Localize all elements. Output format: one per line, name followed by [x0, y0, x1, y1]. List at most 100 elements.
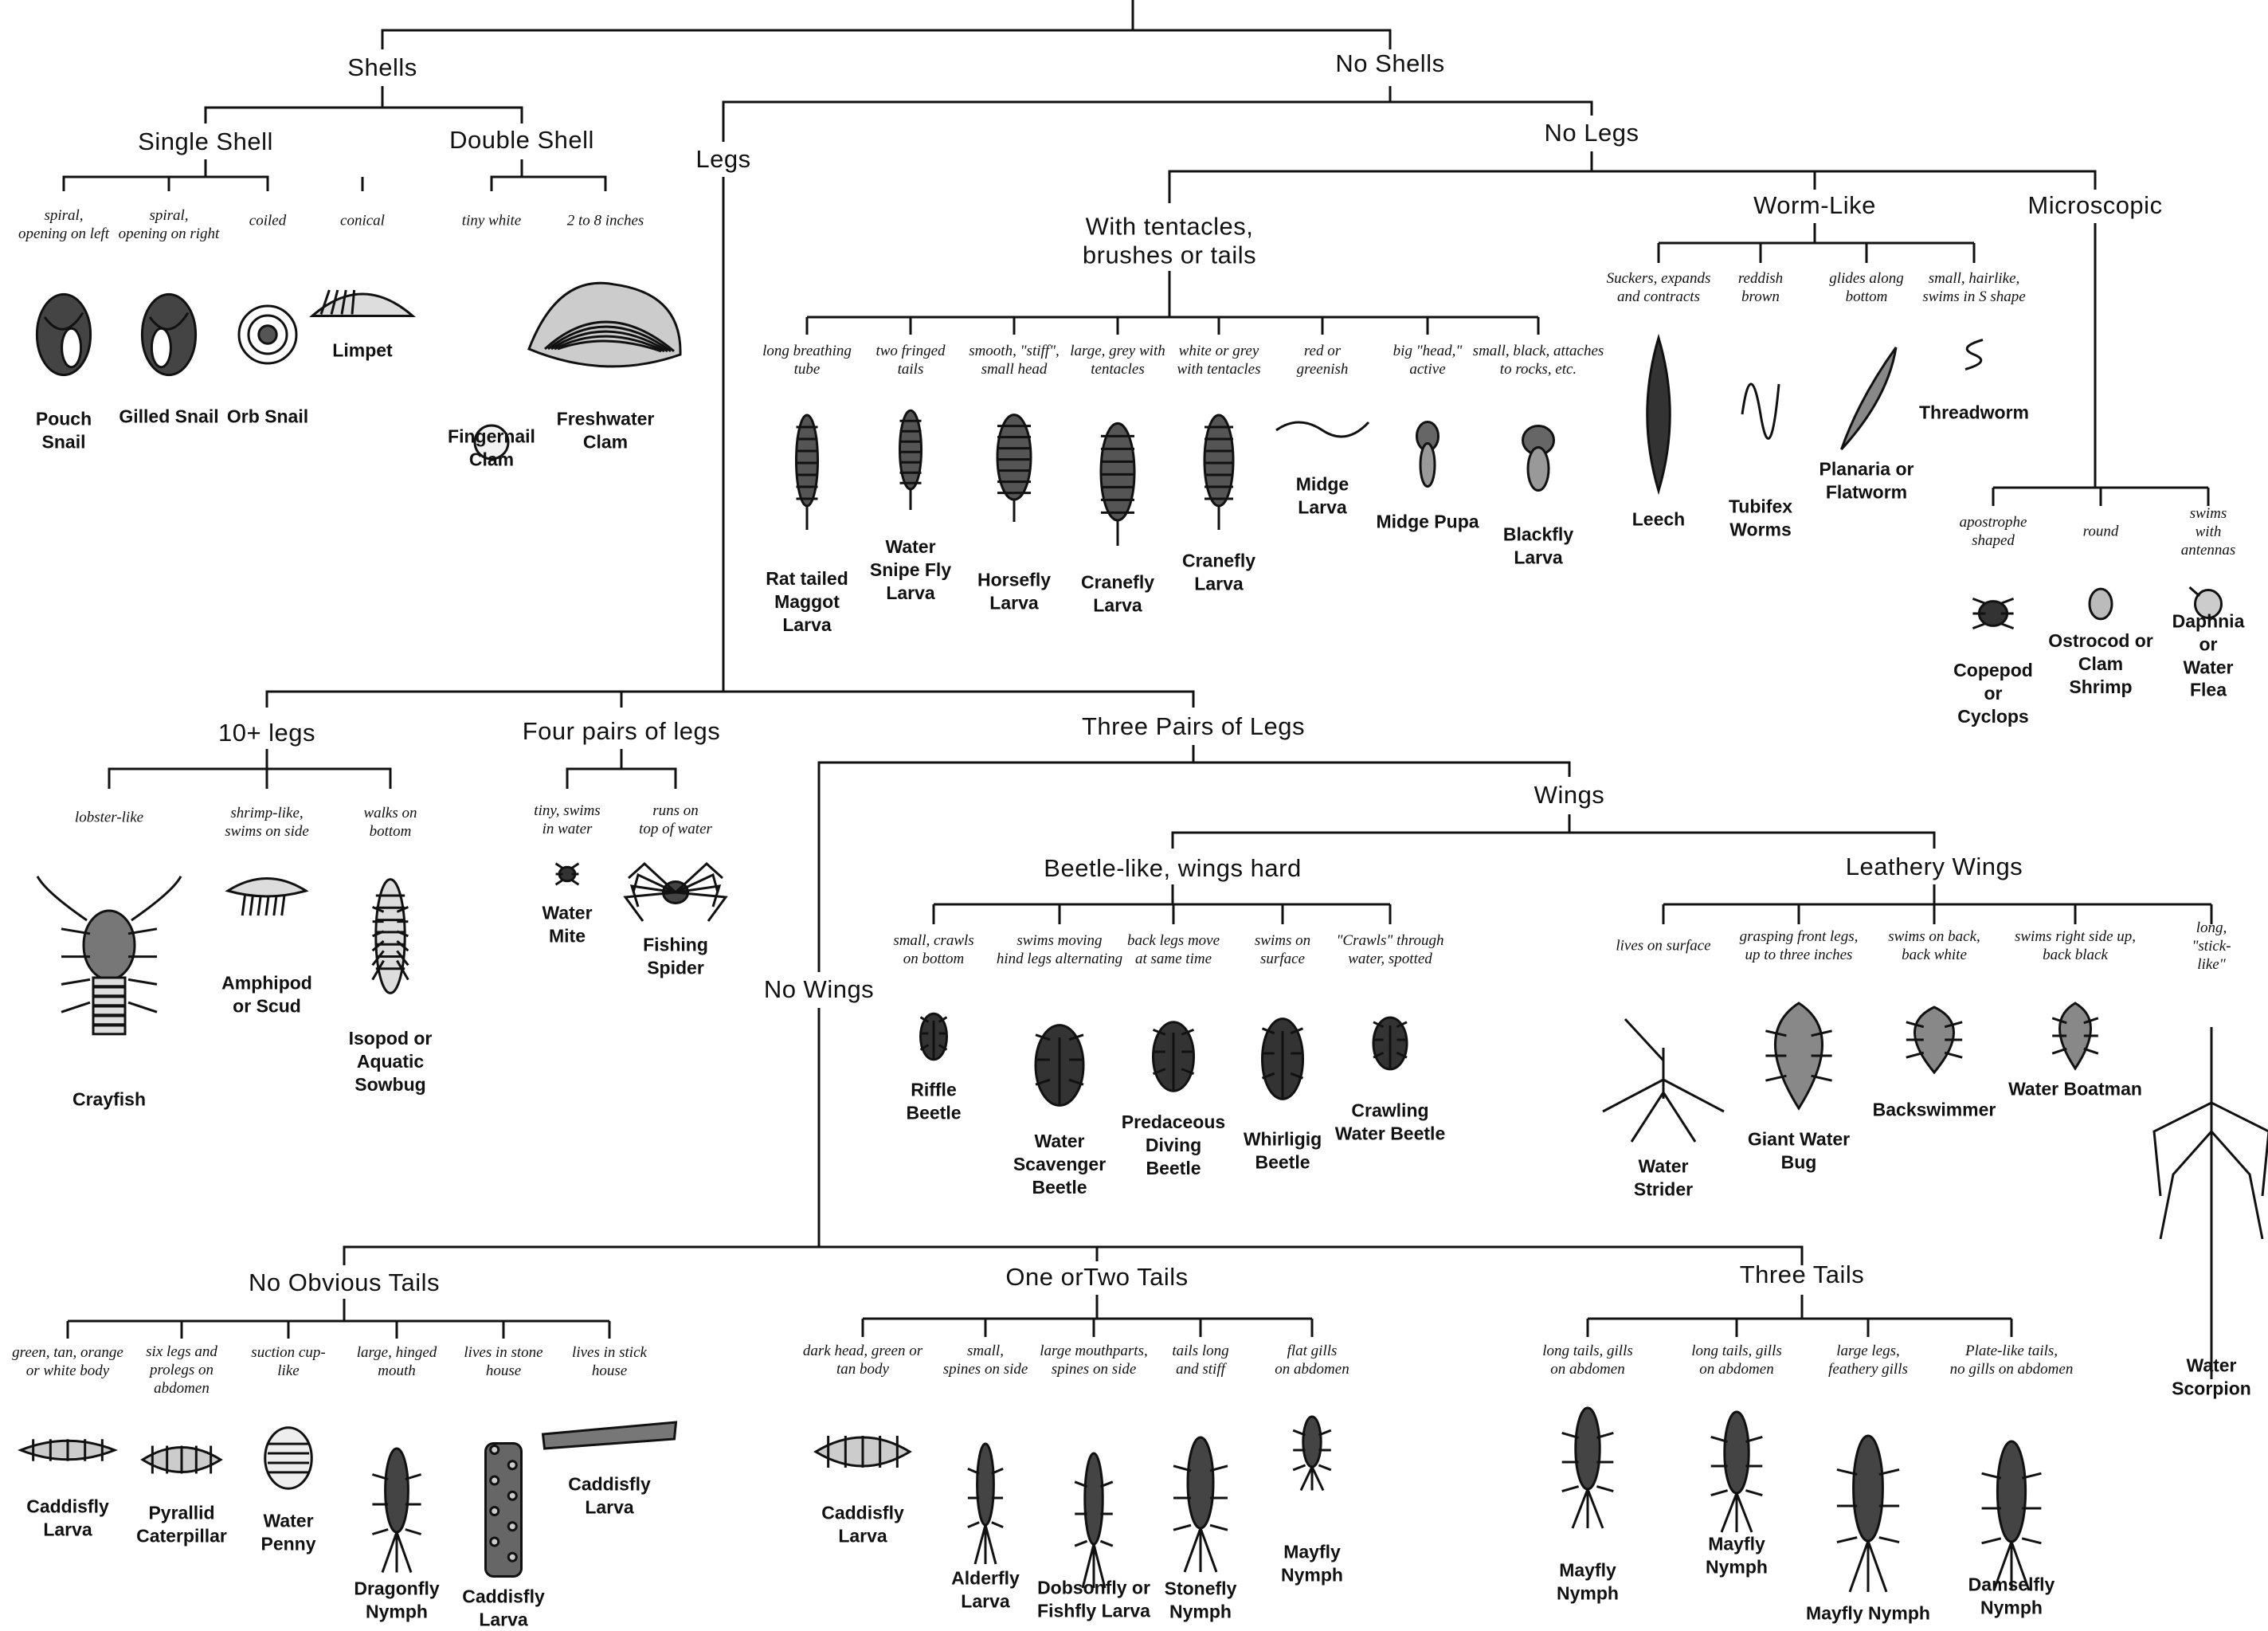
beetle-icon — [912, 1002, 956, 1065]
wings-heading: Wings — [1534, 781, 1605, 810]
stone-case-icon — [474, 1441, 534, 1580]
organism-description: Suckers, expands and contracts — [1606, 270, 1711, 305]
spider-icon — [623, 857, 728, 928]
mite-icon — [550, 858, 586, 890]
larva-icon — [986, 410, 1042, 522]
nymph-icon — [1161, 1422, 1240, 1574]
organism-name: Stonefly Nymph — [1164, 1578, 1237, 1621]
no-shells-heading: No Shells — [1335, 49, 1445, 78]
organism-name: Mayfly Nymph — [1557, 1559, 1619, 1603]
organism-name: Riffle Beetle — [906, 1079, 962, 1123]
organism-description: shrimp-like, swims on side — [225, 805, 309, 840]
organism-description: small, black, attaches to rocks, etc. — [1472, 343, 1604, 378]
organism-name: Water Mite — [542, 902, 593, 946]
beetle-icon — [1362, 1004, 1418, 1076]
organism-description: suction cup- like — [251, 1344, 326, 1379]
nymph-icon — [1284, 1409, 1340, 1492]
organism-name: Giant Water Bug — [1747, 1128, 1851, 1172]
nymph-icon — [960, 1430, 1012, 1566]
organism-description: long tails, gills on abdomen — [1542, 1343, 1633, 1378]
organism-description: reddish brown — [1737, 270, 1784, 305]
organism-name: Isopod or Aquatic Sowbug — [348, 1027, 433, 1095]
organism-name: Caddisfly Larva — [821, 1502, 904, 1546]
organism-description: long breathing tube — [762, 343, 852, 378]
organism-name: Whirligig Beetle — [1243, 1128, 1322, 1172]
organism-name: Tubifex Worms — [1728, 496, 1793, 539]
organism-description: 2 to 8 inches — [566, 212, 644, 229]
organism-name: Water Boatman — [2008, 1078, 2142, 1100]
organism-description: grasping front legs, up to three inches — [1739, 928, 1859, 963]
four-pairs-heading: Four pairs of legs — [522, 717, 721, 746]
organism-description: Plate-like tails, no gills on abdomen — [1949, 1343, 2074, 1378]
no-legs-heading: No Legs — [1544, 119, 1639, 147]
organism-name: Damselfly Nymph — [1968, 1574, 2055, 1617]
worm-icon — [1741, 339, 1780, 490]
organism-name: Pouch Snail — [35, 408, 92, 452]
organism-description: smooth, "stiff", small head — [969, 343, 1060, 378]
organism-description: apostrophe shaped — [1959, 514, 2027, 549]
larva-icon — [1195, 410, 1243, 530]
organism-name: Mayfly Nymph — [1281, 1541, 1343, 1585]
organism-description: large, hinged mouth — [356, 1344, 437, 1379]
organism-name: Rat tailed Maggot Larva — [766, 567, 848, 635]
organism-description: round — [2082, 523, 2119, 540]
organism-name: Planaria or Flatworm — [1819, 458, 1914, 502]
water-bug-icon — [2039, 1000, 2111, 1072]
leathery-wings-heading: Leathery Wings — [1845, 853, 2023, 881]
shells-heading: Shells — [347, 53, 417, 82]
single-shell-heading: Single Shell — [138, 127, 273, 156]
double-shell-heading: Double Shell — [449, 126, 594, 155]
nymph-icon — [1968, 1425, 2055, 1592]
water-penny-icon — [263, 1425, 315, 1492]
small-clam-icon — [472, 422, 511, 462]
larva-icon — [1090, 418, 1146, 546]
organism-name: Copepod or Cyclops — [1953, 659, 2033, 727]
organism-name: Freshwater Clam — [556, 408, 655, 452]
organism-name: Leech — [1631, 508, 1686, 530]
organism-description: runs on top of water — [639, 802, 712, 837]
organism-description: swims moving hind legs alternating — [996, 932, 1123, 967]
three-tails-heading: Three Tails — [1739, 1260, 1865, 1289]
organism-description: long, "stick-like" — [2192, 919, 2231, 973]
organism-description: flat gills on abdomen — [1275, 1343, 1349, 1378]
organism-description: tiny white — [461, 212, 522, 229]
organism-description: small, crawls on bottom — [893, 932, 974, 967]
ten-plus-legs-heading: 10+ legs — [217, 719, 316, 747]
microscopic-heading: Microscopic — [2027, 191, 2163, 220]
organism-name: Amphipod or Scud — [221, 972, 312, 1016]
organism-description: large mouthparts, spines on side — [1040, 1343, 1148, 1378]
daphnia-icon — [2187, 584, 2231, 624]
caterpillar-icon — [138, 1432, 225, 1488]
crayfish-icon — [29, 872, 189, 1064]
organism-name: Midge Pupa — [1376, 511, 1479, 532]
organism-description: coiled — [249, 212, 287, 229]
caddis-larva-icon — [16, 1429, 119, 1472]
organism-name: Caddisfly Larva — [26, 1496, 109, 1539]
snail-left-icon — [32, 291, 96, 378]
beetle-icon — [1249, 998, 1317, 1109]
organism-name: Pyrallid Caterpillar — [136, 1502, 227, 1546]
clam-icon — [526, 271, 685, 382]
organism-description: six legs and prolegs on abdomen — [146, 1343, 217, 1397]
organism-description: walks on bottom — [363, 805, 417, 840]
organism-description: two fringed tails — [875, 343, 946, 378]
organism-description: back legs move at same time — [1126, 932, 1220, 967]
organism-description: glides along bottom — [1829, 270, 1904, 305]
organism-description: small, spines on side — [942, 1343, 1028, 1378]
one-or-two-tails-heading: One orTwo Tails — [1005, 1263, 1189, 1292]
organism-name: Caddisfly Larva — [568, 1473, 651, 1517]
organism-name: Threadworm — [1918, 402, 2030, 423]
nymph-icon — [361, 1435, 433, 1574]
organism-name: Water Scavenger Beetle — [1013, 1130, 1107, 1198]
organism-description: spiral, opening on right — [118, 207, 220, 242]
organism-name: Cranefly Larva — [1181, 550, 1256, 594]
beetle-icon — [1020, 1004, 1099, 1115]
organism-name: Water Penny — [260, 1510, 316, 1554]
no-wings-heading: No Wings — [763, 975, 875, 1004]
strider-icon — [1600, 1016, 1727, 1143]
snail-right-icon — [137, 291, 201, 378]
organism-name: Mayfly Nymph — [1706, 1533, 1768, 1577]
water-bug-icon — [1890, 1004, 1978, 1076]
flatworm-icon — [1831, 343, 1902, 454]
